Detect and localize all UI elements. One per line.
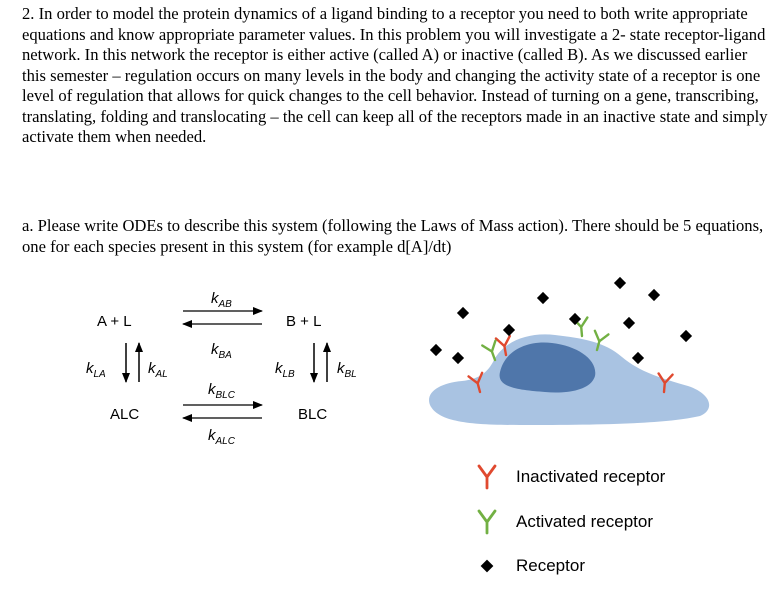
ligand: [631, 351, 645, 365]
legend-receptor: Receptor: [516, 556, 585, 575]
rate-k-blc: kBLC: [208, 381, 235, 401]
ligand: [679, 329, 693, 343]
species-b-plus-l: B + L: [286, 313, 322, 330]
species-a-plus-l: A + L: [97, 313, 132, 330]
y-receptor-icon: [477, 464, 497, 490]
ligand: [536, 291, 550, 305]
rate-k-bl: kBL: [337, 360, 357, 380]
problem-intro: 2. In order to model the protein dynamic…: [22, 4, 768, 146]
rate-k-al: kAL: [148, 360, 168, 380]
ligand: [456, 306, 470, 320]
y-receptor-icon: [477, 509, 497, 535]
ligand: [622, 316, 636, 330]
diamond-icon: [480, 559, 494, 573]
species-alc: ALC: [110, 406, 140, 423]
ligand: [502, 323, 516, 337]
rate-k-la: kLA: [86, 360, 106, 380]
rate-k-ab: kAB: [211, 290, 232, 310]
problem-part-a: a. Please write ODEs to describe this sy…: [22, 216, 764, 256]
ligand: [613, 276, 627, 290]
legend-activated: Activated receptor: [516, 512, 654, 531]
ligand: [429, 343, 443, 357]
rate-k-alc: kALC: [208, 427, 235, 447]
ligand: [647, 288, 661, 302]
ligand: [451, 351, 465, 365]
rate-k-lb: kLB: [275, 360, 295, 380]
species-blc: BLC: [298, 406, 328, 423]
nucleus: [499, 342, 596, 393]
rate-k-ba: kBA: [211, 341, 232, 361]
legend-inactivated: Inactivated receptor: [516, 467, 666, 486]
